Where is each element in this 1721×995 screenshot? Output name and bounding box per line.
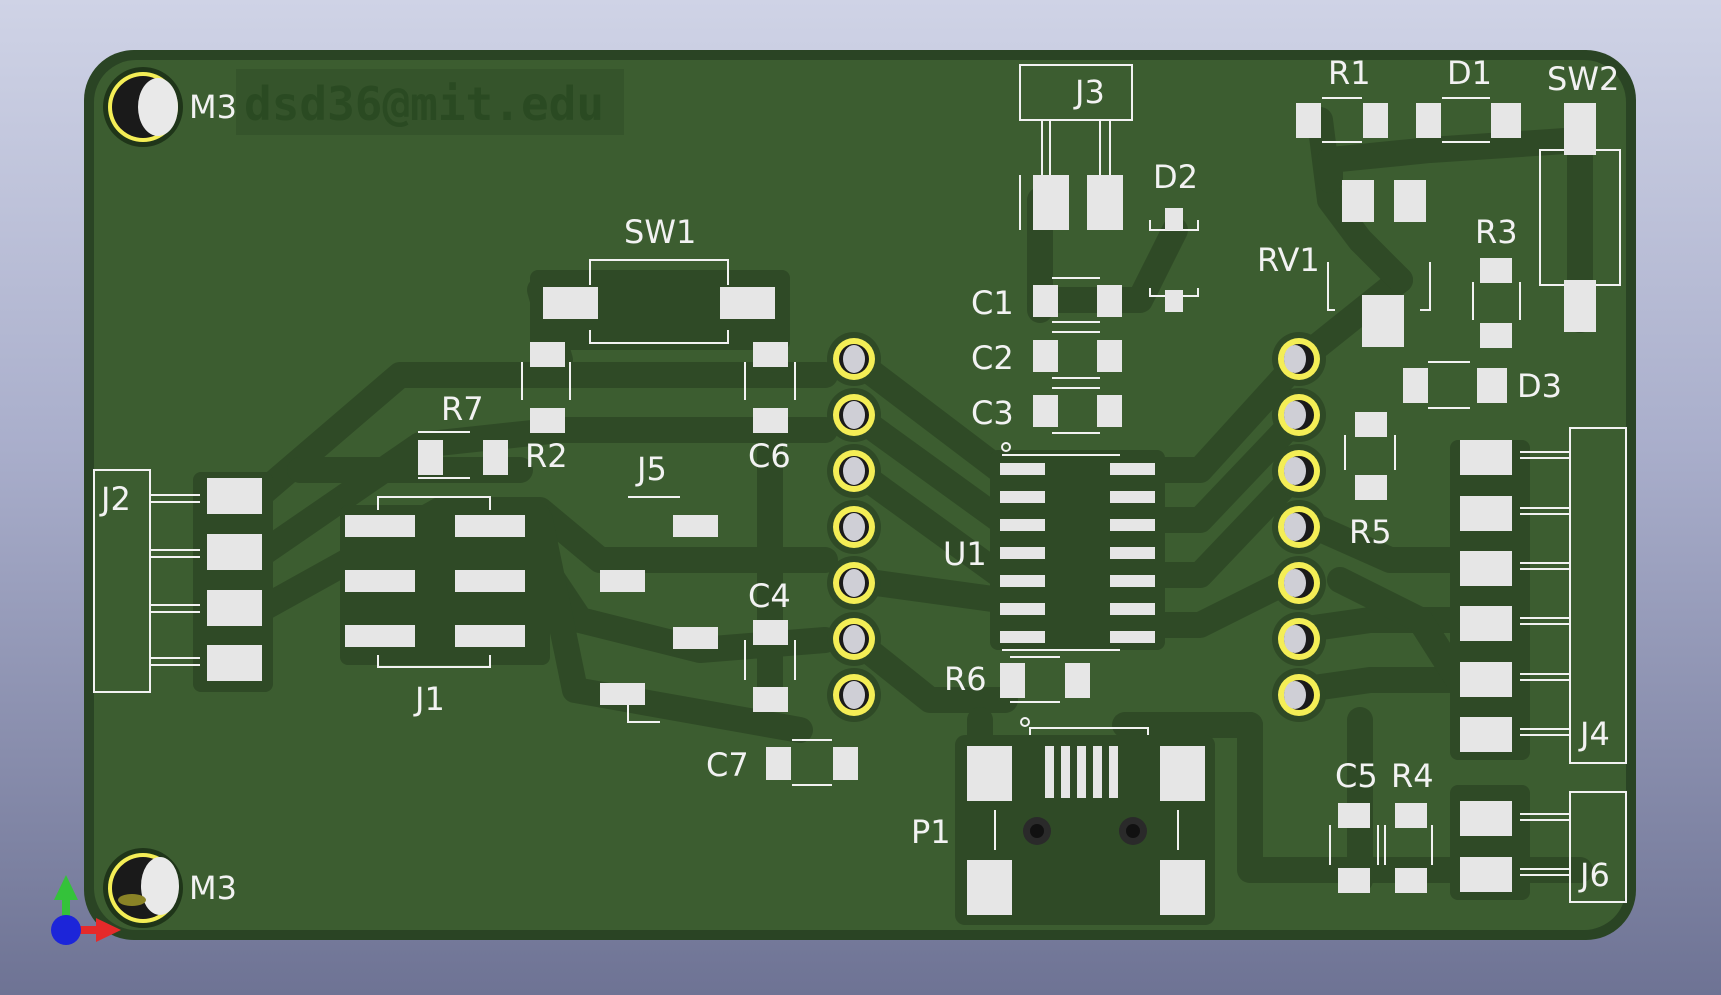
- label-r1: R1: [1328, 54, 1371, 92]
- label-r6: R6: [944, 660, 987, 698]
- label-c1: C1: [971, 284, 1014, 322]
- label-r3: R3: [1475, 213, 1518, 251]
- label-m3-bottom: M3: [189, 869, 237, 907]
- label-c6: C6: [748, 437, 791, 475]
- label-sw2: SW2: [1547, 60, 1619, 98]
- header-left-pin: [827, 668, 881, 722]
- label-c3: C3: [971, 394, 1014, 432]
- mount-hole-top: [103, 67, 183, 147]
- label-sw1: SW1: [624, 213, 696, 251]
- axis-z-dot: [51, 915, 81, 945]
- header-right-pin: [1272, 444, 1326, 498]
- smd-pads: [207, 103, 1596, 915]
- label-c2: C2: [971, 339, 1014, 377]
- header-right-pin: [1272, 668, 1326, 722]
- header-left: [827, 332, 881, 722]
- header-right-pin: [1272, 500, 1326, 554]
- header-right-pin: [1272, 388, 1326, 442]
- header-right-pin: [1272, 556, 1326, 610]
- mount-hole-bottom: [103, 848, 183, 928]
- label-j3: J3: [1073, 73, 1105, 111]
- label-j1: J1: [413, 680, 445, 718]
- u1-pin1-mark: [1001, 442, 1011, 452]
- silkscreen-outlines: [93, 64, 1627, 903]
- header-left-pin: [827, 388, 881, 442]
- label-j5: J5: [635, 450, 667, 488]
- axis-x-arrow: [96, 918, 121, 942]
- label-r5: R5: [1349, 513, 1392, 551]
- label-j6: J6: [1578, 856, 1610, 894]
- label-p1: P1: [911, 813, 951, 851]
- label-r7: R7: [441, 390, 484, 428]
- label-c7: C7: [706, 746, 749, 784]
- label-d1: D1: [1447, 54, 1492, 92]
- axis-y-arrow: [54, 875, 78, 900]
- label-c5: C5: [1335, 757, 1378, 795]
- label-c4: C4: [748, 577, 791, 615]
- watermark-box: [236, 69, 624, 135]
- p1-pin1-mark: [1020, 717, 1030, 727]
- label-r4: R4: [1391, 757, 1434, 795]
- label-m3-top: M3: [189, 88, 237, 126]
- usb-shield-holes: [1023, 817, 1147, 845]
- header-left-pin: [827, 500, 881, 554]
- label-j2: J2: [99, 480, 131, 518]
- label-d2: D2: [1153, 158, 1198, 196]
- header-left-pin: [827, 612, 881, 666]
- label-u1: U1: [943, 535, 987, 573]
- header-left-pin: [827, 444, 881, 498]
- label-d3: D3: [1517, 367, 1562, 405]
- label-r2: R2: [525, 437, 568, 475]
- header-right-pin: [1272, 332, 1326, 386]
- watermark-email: dsd36@mit.edu: [244, 77, 604, 131]
- header-left-pin: [827, 332, 881, 386]
- axis-gizmo[interactable]: [51, 875, 121, 945]
- header-right-pin: [1272, 612, 1326, 666]
- header-left-pin: [827, 556, 881, 610]
- label-rv1: RV1: [1257, 241, 1320, 279]
- label-j4: J4: [1578, 715, 1610, 753]
- header-right: [1272, 332, 1326, 722]
